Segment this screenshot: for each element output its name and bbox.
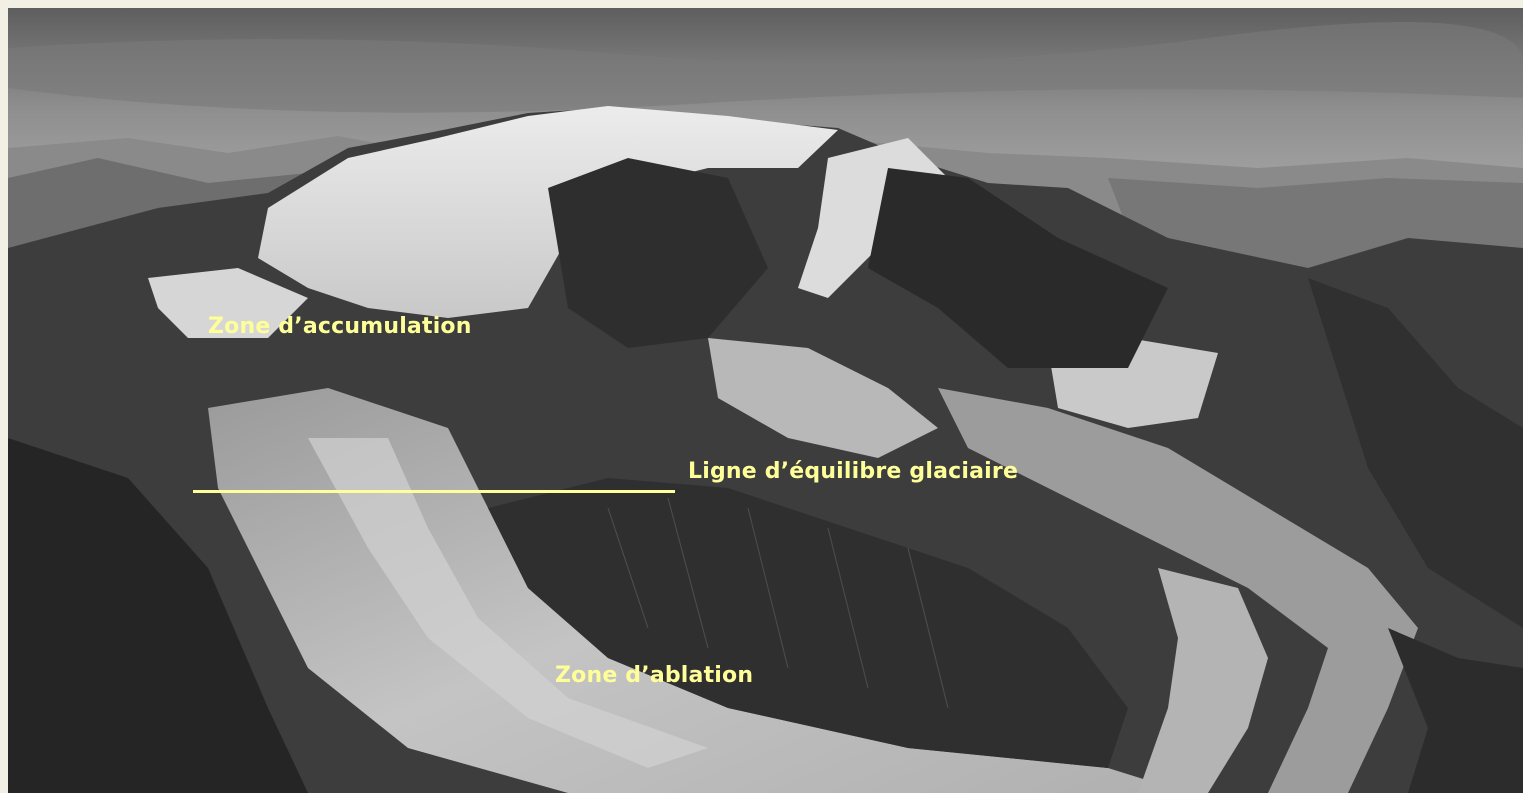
glacier-photo <box>8 8 1523 793</box>
equilibrium-line-marker <box>193 490 675 493</box>
ablation-zone-label: Zone d’ablation <box>555 663 754 688</box>
glacier-photo-illustration <box>8 8 1523 793</box>
accumulation-zone-label: Zone d’accumulation <box>208 314 472 339</box>
equilibrium-line-label: Ligne d’équilibre glaciaire <box>688 459 1019 484</box>
